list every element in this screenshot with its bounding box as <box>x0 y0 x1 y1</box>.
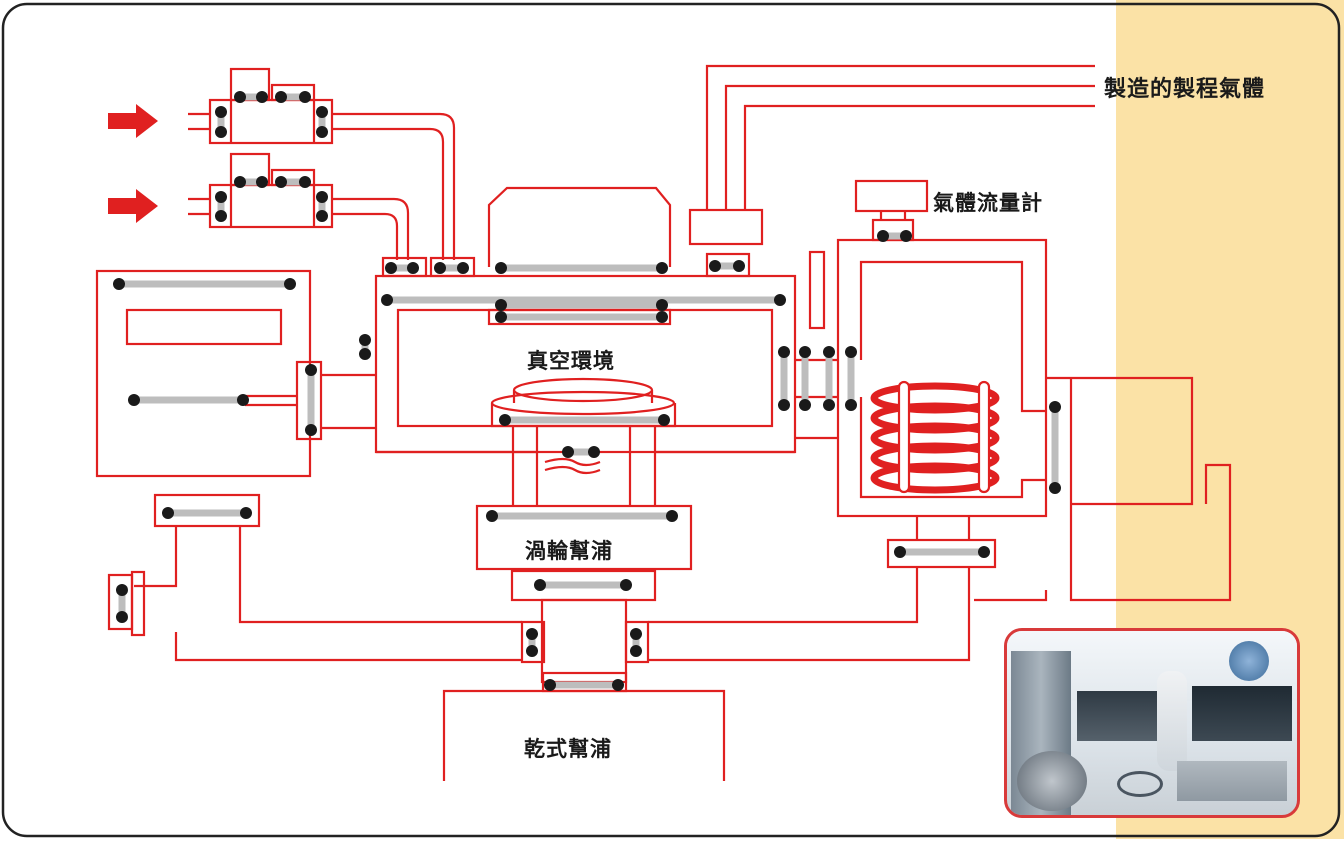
arrow-right-icon <box>108 189 158 223</box>
gas-inlet-valve-1 <box>188 69 332 143</box>
left-control-unit <box>97 271 522 660</box>
cleanroom-photo <box>1004 628 1300 818</box>
gas-inlet-valve-2 <box>188 154 332 227</box>
turbo-pump-label: 渦輪幫浦 <box>525 535 613 565</box>
dry-pump-label: 乾式幫浦 <box>524 733 612 763</box>
rf-coil <box>874 382 996 492</box>
arrow-right-icon <box>108 104 158 138</box>
vacuum-environment-label: 真空環境 <box>527 345 615 375</box>
process-gas-label: 製造的製程氣體 <box>1104 71 1265 103</box>
flow-meter-label: 氣體流量計 <box>933 187 1043 217</box>
